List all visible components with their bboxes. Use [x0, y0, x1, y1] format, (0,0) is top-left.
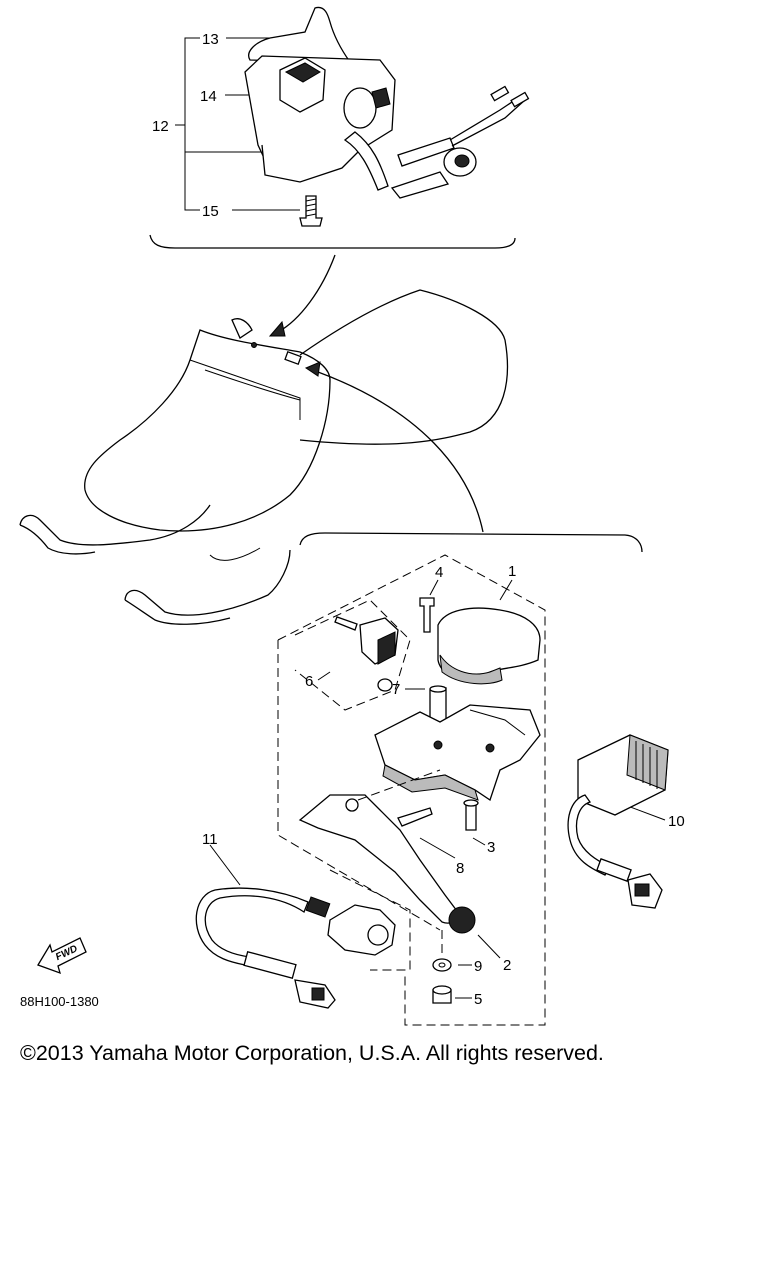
cover-shadow: [439, 654, 503, 685]
arrow-to-lower-detail: [317, 371, 484, 533]
arrow-head-lower: [304, 361, 321, 377]
callout-5: 5: [474, 991, 482, 1008]
ski-left-tip: [19, 524, 96, 555]
leader-1: [499, 579, 513, 601]
wire-sleeve: [397, 137, 455, 167]
hood-lever-mount: [284, 351, 302, 365]
ski-right: [124, 549, 291, 616]
housing-port: [343, 87, 377, 129]
drawing-code: 88H100-1380: [20, 994, 99, 1009]
switch-11-boot: [305, 896, 331, 918]
spacer-7-top: [429, 685, 447, 693]
wire-terminal-a: [490, 85, 510, 102]
cable-hose: [343, 131, 389, 191]
knob-top: [284, 62, 321, 83]
switch-11-plug-pins: [311, 987, 325, 1001]
callout-3: 3: [487, 839, 495, 856]
group-11-outline: [329, 869, 411, 971]
group-6-outline: [294, 599, 411, 711]
ski-right-tip: [124, 599, 231, 625]
top-assembly-group: 13 14 12 15: [149, 6, 530, 249]
washer-9-hole: [438, 962, 446, 968]
wire-terminal-b: [510, 91, 530, 108]
snowmobile-seat: [299, 289, 508, 445]
nut-group-6: [377, 678, 393, 692]
leader-10: [624, 804, 666, 821]
mount-bracket: [248, 6, 352, 63]
leader-6: [317, 671, 331, 681]
fwd-arrow-icon: [37, 937, 87, 975]
housing-clip: [371, 87, 391, 109]
screw-part-8: [397, 807, 433, 827]
callout-8: 8: [456, 860, 464, 877]
parts-diagram: 13 14 12 15: [19, 6, 685, 1026]
ski-left: [19, 504, 211, 546]
callout-1: 1: [508, 563, 516, 580]
leader-4: [429, 579, 439, 596]
bracket-hole-b: [485, 743, 495, 753]
callout-7: 7: [392, 681, 400, 698]
callout-9: 9: [474, 958, 482, 975]
housing-bottom: [261, 144, 361, 183]
module-10-side: [626, 734, 669, 791]
bracket-12: [175, 37, 262, 211]
ski-strut: [209, 547, 261, 561]
wire-lead-b: [451, 99, 526, 147]
callout-14: 14: [200, 88, 217, 105]
lever-ball-end: [448, 906, 476, 934]
lever-pivot: [345, 798, 359, 812]
snowmobile-group: [19, 254, 508, 625]
switch-11-hub: [367, 924, 389, 946]
screw-part-15: [299, 195, 323, 227]
assembly-1-outline: [277, 554, 546, 1026]
hood-crease: [189, 359, 301, 420]
snowmobile-hood: [84, 329, 331, 532]
hood-mark-a: [251, 342, 257, 348]
callout-13: 13: [202, 31, 219, 48]
screw-group-6: [334, 616, 358, 631]
hose-lower: [390, 171, 450, 199]
callout-6: 6: [305, 673, 313, 690]
copyright-notice: ©2013 Yamaha Motor Corporation, U.S.A. A…: [20, 1041, 604, 1065]
screw-thread-15: [305, 198, 317, 217]
bracket-hole-a: [433, 740, 443, 750]
leader-2: [477, 934, 501, 959]
leader-11: [209, 844, 241, 886]
hood-choke-mount: [231, 318, 253, 339]
hood-windshield-line: [204, 369, 301, 401]
washer-part-9: [432, 958, 452, 972]
module-10-sleeve: [596, 858, 632, 882]
lever-bracket-underside: [382, 764, 479, 801]
round-connector-core: [454, 154, 470, 168]
module-10-plug-pins: [634, 883, 650, 897]
screw-3-head: [463, 799, 479, 807]
nut-5-top: [432, 985, 452, 995]
callout-11: 11: [202, 831, 218, 848]
leader-3: [472, 837, 486, 846]
callout-2: 2: [503, 957, 511, 974]
switch-block-6-face: [377, 631, 396, 665]
callout-10: 10: [668, 813, 685, 830]
leader-8: [419, 837, 456, 859]
callout-12: 12: [152, 118, 169, 135]
detail-frame-bottom: [299, 532, 643, 553]
dash-lever-to-bracket: [357, 769, 441, 801]
module-10-fins: [635, 741, 658, 789]
callout-15: 15: [202, 203, 219, 220]
arrow-head-top: [268, 320, 286, 337]
detail-frame-top: [149, 234, 516, 249]
bolt-part-4: [419, 597, 435, 633]
lower-assembly-group: FWD 1 4 6 7 10 3 8 11 2 9 5 88H100-1380: [20, 532, 685, 1026]
switch-11-sleeve: [243, 950, 297, 980]
callout-4: 4: [435, 564, 443, 581]
wire-lead-a: [449, 99, 516, 141]
screw-part-3: [465, 802, 477, 831]
bracket-wire-channel: [469, 709, 526, 736]
arrow-to-top-detail: [277, 254, 336, 333]
